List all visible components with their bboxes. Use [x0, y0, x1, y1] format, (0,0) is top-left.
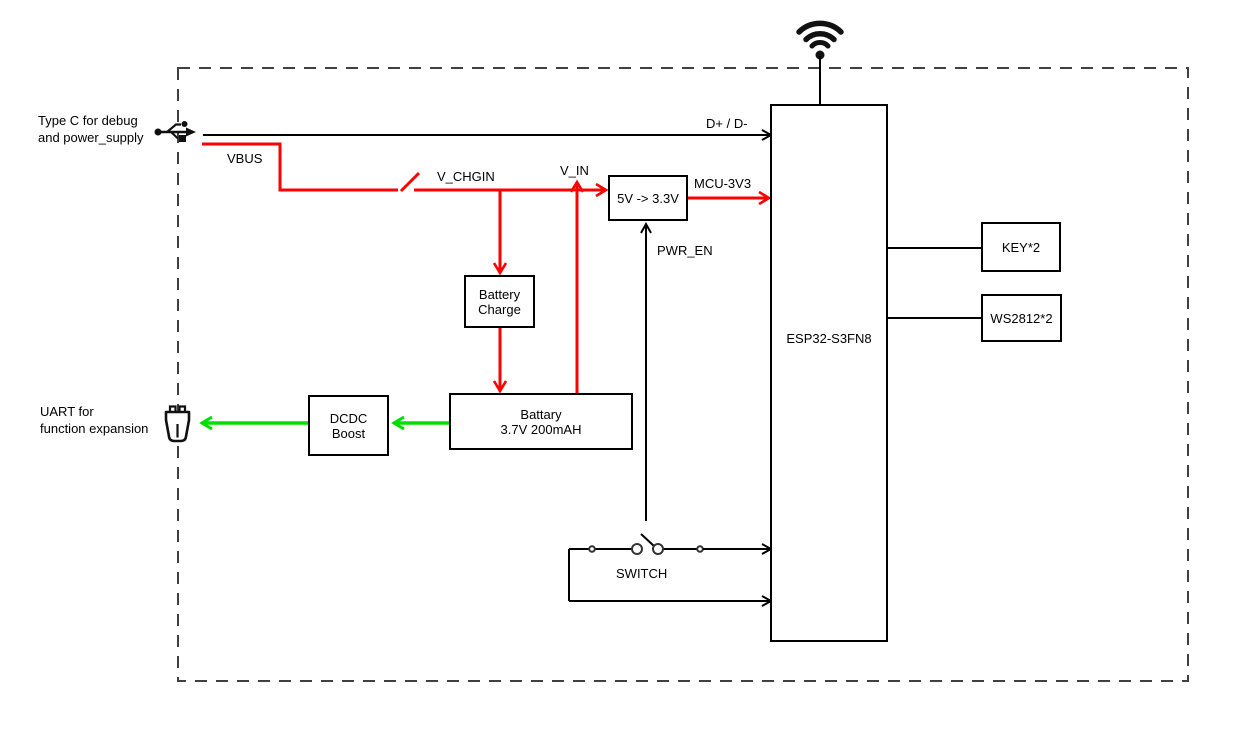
spst-switch-icon: [569, 533, 704, 555]
dcdc-label-line1: DCDC: [329, 410, 368, 426]
usb-trident-icon: [154, 121, 196, 142]
uart-port-label: UART for function expansion: [40, 403, 148, 437]
mcu-block: ESP32-S3FN8: [770, 104, 888, 642]
uart-port-label-line2: function expansion: [40, 421, 149, 436]
battery-charge-block: Battery Charge: [464, 275, 535, 328]
type-c-port-label-line2: and power_supply: [38, 130, 144, 145]
mcu-3v3-net-label: MCU-3V3: [694, 176, 752, 191]
battery-charge-label-line1: Battery: [478, 286, 521, 302]
battery-block: Battary 3.7V 200mAH: [449, 393, 633, 450]
dcdc-boost-block: DCDC Boost: [308, 395, 389, 456]
pwr-en-net-label: PWR_EN: [657, 243, 713, 258]
type-c-port-label-line1: Type C for debug: [38, 113, 138, 128]
ws2812-label: WS2812*2: [990, 310, 1053, 326]
mcu-label: ESP32-S3FN8: [786, 331, 872, 346]
uart-port-label-line1: UART for: [40, 404, 94, 419]
vbus-wire: [202, 142, 398, 192]
regulator-block: 5V -> 3.3V: [608, 175, 688, 221]
vbus-net-label: VBUS: [227, 151, 263, 166]
uart-connector-icon: [164, 405, 191, 443]
key-label: KEY*2: [1001, 239, 1041, 255]
battery-label-line2: 3.7V 200mAH: [500, 421, 582, 437]
switch-net-label: SWITCH: [616, 566, 668, 581]
battery-charge-label-line2: Charge: [478, 301, 521, 317]
battery-label-line1: Battary: [520, 406, 562, 422]
key-block: KEY*2: [981, 222, 1061, 272]
vin-net-label: V_IN: [560, 163, 589, 178]
ws2812-block: WS2812*2: [981, 294, 1062, 342]
board-boundary: [177, 67, 1189, 682]
type-c-port-label: Type C for debug and power_supply: [38, 112, 144, 146]
regulator-label: 5V -> 3.3V: [617, 190, 679, 206]
vchgin-net-label: V_CHGIN: [437, 169, 495, 184]
vbus-switch-lever: [399, 171, 421, 193]
wifi-antenna-icon: [796, 20, 844, 60]
data-lines-net-label: D+ / D-: [706, 116, 748, 131]
dcdc-label-line2: Boost: [331, 425, 366, 441]
